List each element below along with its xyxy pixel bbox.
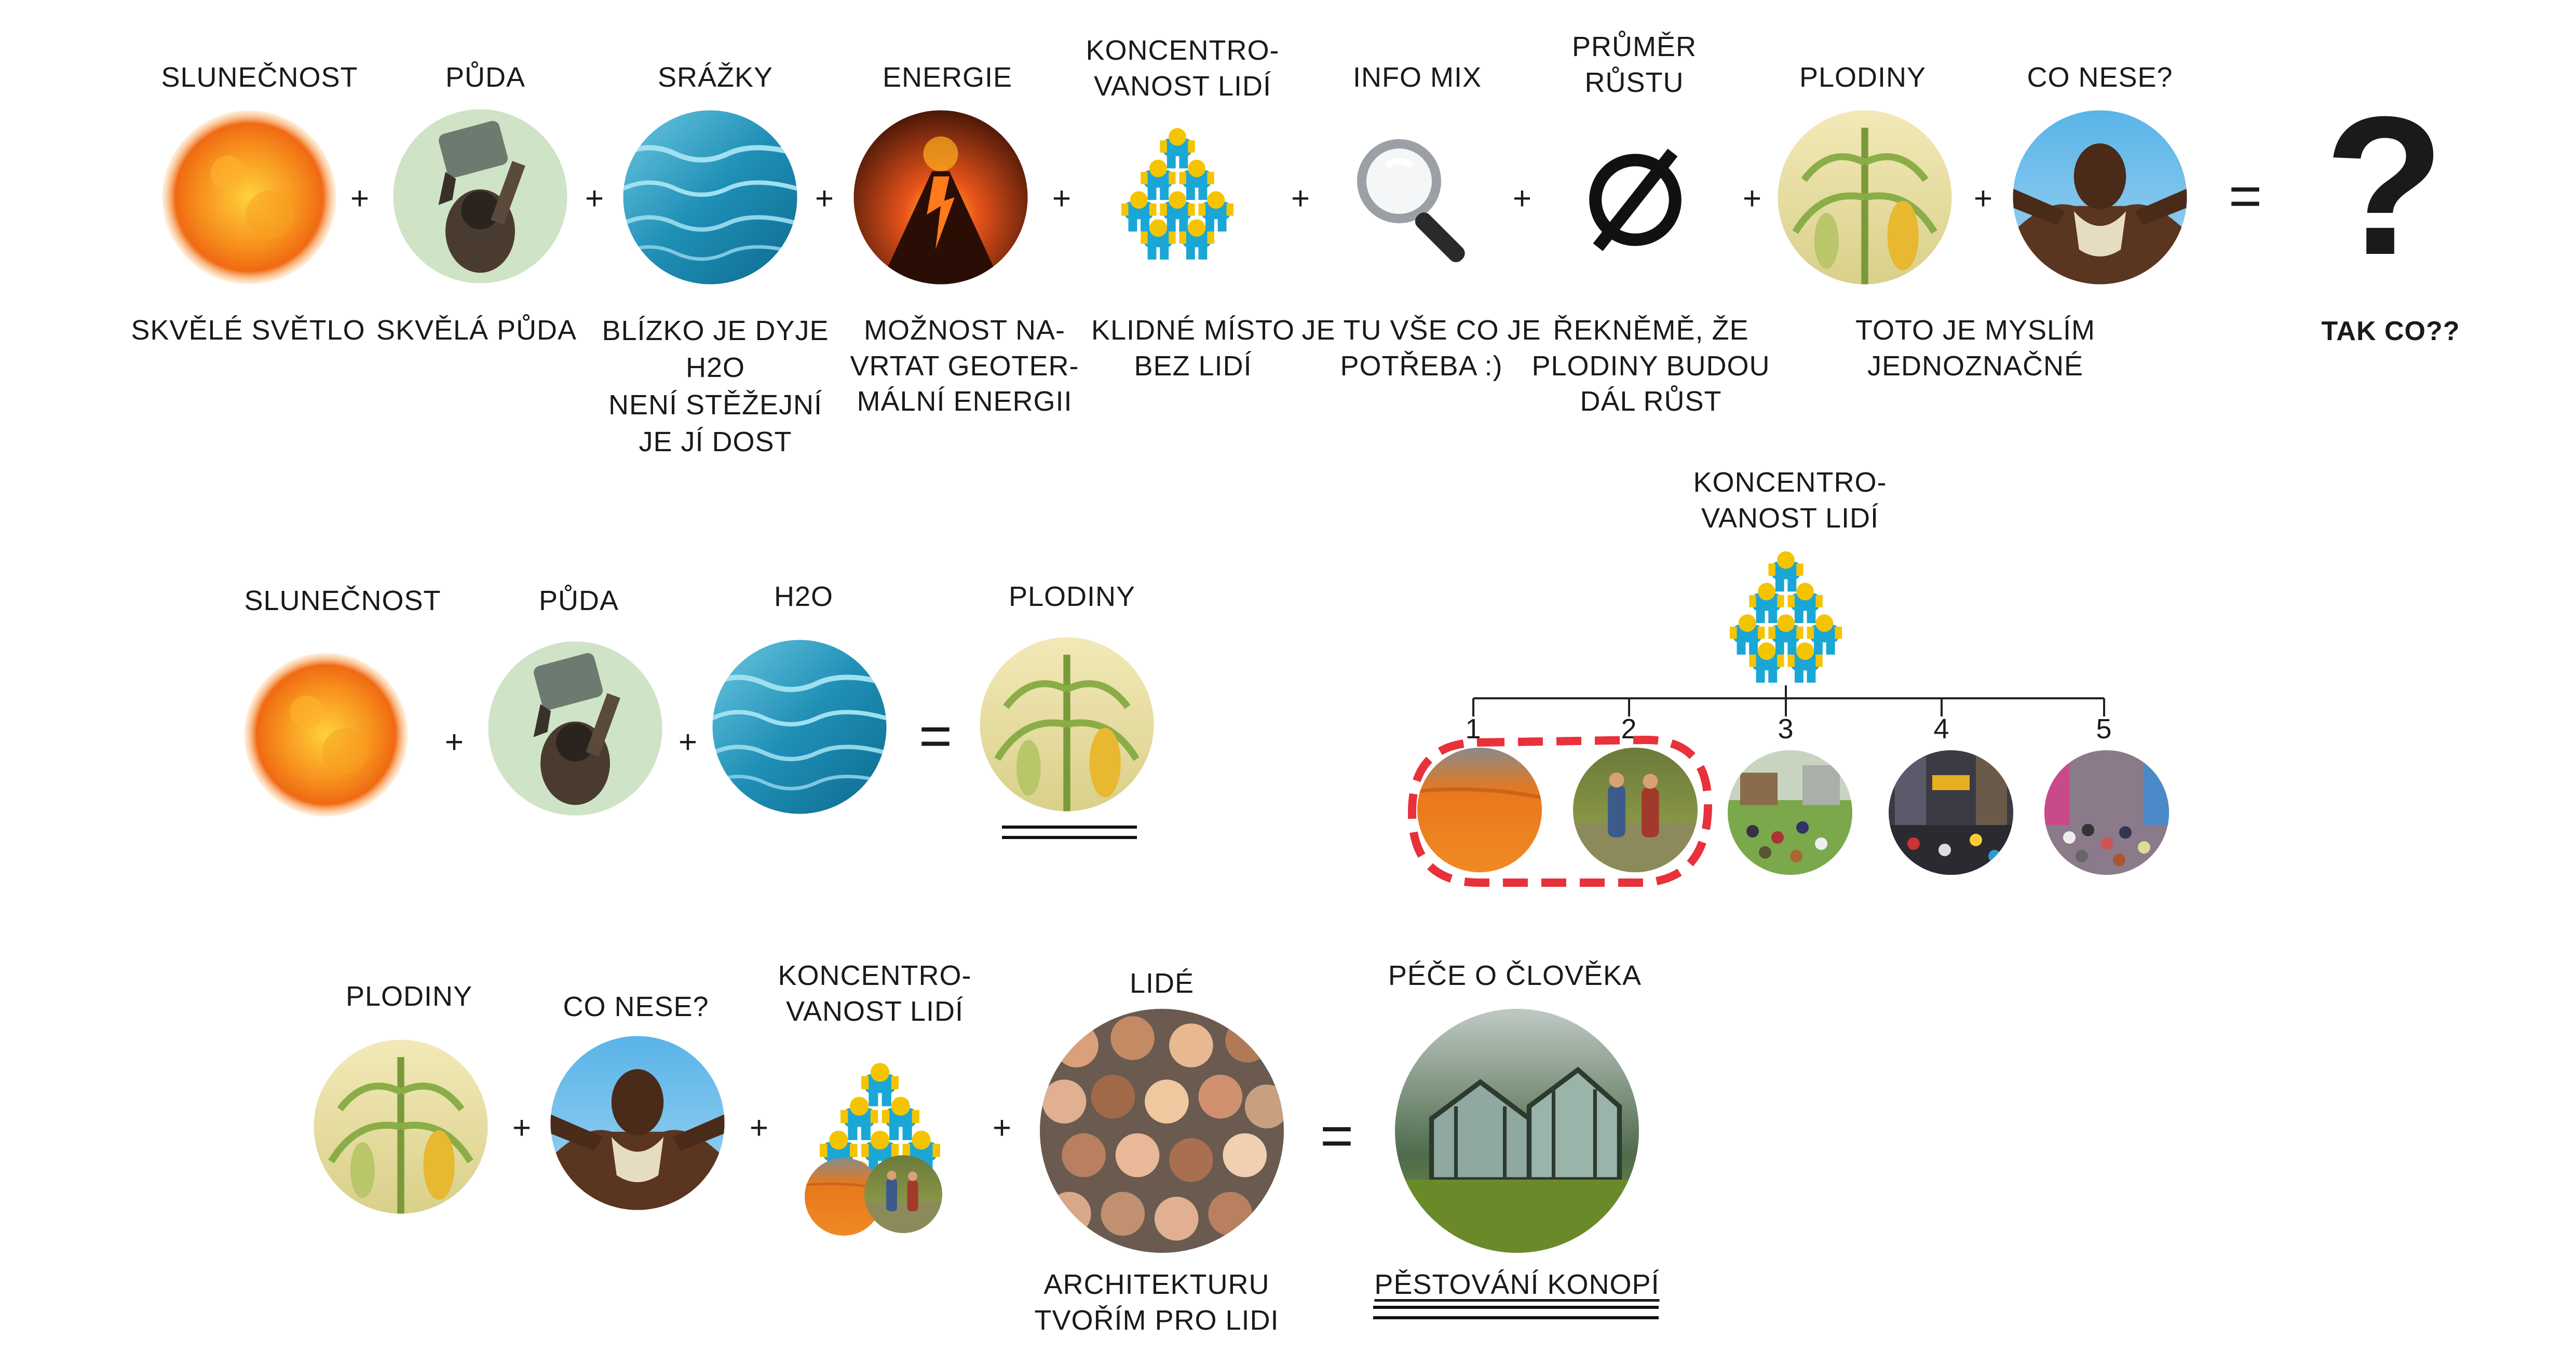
row1-result-text: TAK CO?? bbox=[2321, 316, 2460, 346]
row3-label-co-nese: CO NESE? bbox=[563, 991, 709, 1022]
tree-level-3: 3 bbox=[1778, 713, 1794, 745]
row1-label-co-nese: CO NESE? bbox=[2027, 62, 2173, 93]
sun-icon bbox=[244, 653, 408, 817]
people-pyramid-icon bbox=[1718, 548, 1853, 688]
water-icon bbox=[623, 111, 797, 285]
row1-label-koncentrovanost: KONCENTRO-VANOST LIDÍ bbox=[1086, 35, 1280, 102]
plus-sign: + bbox=[1291, 181, 1310, 217]
double-underline bbox=[1373, 1306, 1659, 1319]
row3-label-pece: PÉČE O ČLOVĚKA bbox=[1388, 960, 1642, 991]
row1-desc-srazky: BLÍZKO JE DYJE H2O NENÍ STĚŽEJNÍ JE JÍ D… bbox=[602, 315, 829, 457]
equals-sign: = bbox=[1320, 1104, 1354, 1168]
plus-sign: + bbox=[512, 1110, 532, 1146]
highlight-dashed-outline bbox=[1407, 735, 1713, 887]
corn-plant-icon bbox=[1778, 111, 1952, 285]
plus-sign: + bbox=[1973, 181, 1993, 217]
busy-street-photo bbox=[2044, 750, 2169, 875]
tree-level-5: 5 bbox=[2096, 713, 2112, 745]
volcano-icon bbox=[853, 110, 1028, 285]
diameter-icon bbox=[1573, 138, 1698, 262]
row1-label-srazky: SRÁŽKY bbox=[657, 62, 774, 93]
water-icon bbox=[713, 640, 887, 814]
tree-branches bbox=[1472, 685, 2105, 716]
double-underline bbox=[1002, 826, 1137, 839]
row1-label-energie: ENERGIE bbox=[882, 62, 1013, 93]
row1-desc-slunecnost: SKVĚLÉ SVĚTLO bbox=[131, 315, 365, 346]
row1-label-puda: PŮDA bbox=[445, 62, 526, 93]
row1-desc-koncentrovanost: KLIDNÉ MÍSTO BEZ LIDÍ bbox=[1091, 315, 1295, 382]
plus-sign: + bbox=[1512, 181, 1532, 217]
plus-sign: + bbox=[815, 181, 834, 217]
plus-sign: + bbox=[585, 181, 604, 217]
plus-sign: + bbox=[1742, 181, 1762, 217]
man-portrait-photo bbox=[2013, 110, 2187, 285]
man-portrait-photo bbox=[550, 1036, 725, 1210]
row1-label-info-mix: INFO MIX bbox=[1353, 62, 1482, 93]
city-square-photo bbox=[1889, 750, 2013, 875]
plus-sign: + bbox=[992, 1110, 1012, 1146]
tree-level-4: 4 bbox=[1933, 713, 1950, 745]
row2-label-puda: PŮDA bbox=[538, 585, 619, 616]
row2-label-plodiny: PLODINY bbox=[1008, 581, 1136, 612]
row1-desc-puda: SKVĚLÁ PŮDA bbox=[376, 315, 577, 346]
people-pyramid-with-levels-icon bbox=[802, 1059, 958, 1231]
greenhouse-photo bbox=[1395, 1009, 1639, 1253]
plus-sign: + bbox=[444, 724, 464, 760]
row2-label-slunecnost: SLUNEČNOST bbox=[244, 585, 441, 616]
park-crowd-photo bbox=[1728, 750, 1852, 875]
plus-sign: + bbox=[678, 724, 698, 760]
row1-desc-energie: MOŽNOST NA- VRTAT GEOTER- MÁLNÍ ENERGII bbox=[850, 315, 1079, 417]
people-pyramid-icon bbox=[1113, 125, 1242, 265]
sun-icon bbox=[162, 110, 336, 285]
equals-sign: = bbox=[918, 704, 953, 768]
row1-label-plodiny: PLODINY bbox=[1799, 62, 1927, 93]
plus-sign: + bbox=[350, 181, 370, 217]
row3-label-plodiny: PLODINY bbox=[345, 981, 473, 1012]
row3-label-lide: LIDÉ bbox=[1129, 968, 1195, 999]
row3-desc-lide: ARCHITEKTURU TVOŘÍM PRO LIDI bbox=[1034, 1269, 1279, 1336]
row1-label-slunecnost: SLUNEČNOST bbox=[161, 62, 358, 93]
soil-bucket-photo bbox=[393, 109, 567, 283]
crowd-photo bbox=[1040, 1009, 1284, 1253]
equals-sign: = bbox=[2228, 164, 2262, 228]
corn-plant-icon bbox=[314, 1040, 488, 1214]
corn-plant-icon bbox=[980, 638, 1154, 812]
row2-label-h2o: H2O bbox=[774, 581, 834, 612]
plus-sign: + bbox=[1052, 181, 1072, 217]
row1-desc-prumer-rustu: ŘEKNĚMĚ, ŽE PLODINY BUDOU DÁL RŮST bbox=[1531, 315, 1770, 417]
question-mark-icon: ? bbox=[2324, 75, 2445, 296]
plus-sign: + bbox=[749, 1110, 769, 1146]
soil-bucket-photo bbox=[488, 641, 662, 816]
row1-desc-plodiny: TOTO JE MYSLÍM JEDNOZNAČNÉ bbox=[1855, 315, 2096, 382]
tree-label: KONCENTRO-VANOST LIDÍ bbox=[1693, 467, 1887, 534]
row3-label-koncentrovanost: KONCENTRO-VANOST LIDÍ bbox=[778, 960, 972, 1027]
magnifier-icon bbox=[1337, 122, 1493, 278]
hikers-photo bbox=[864, 1155, 942, 1233]
row1-desc-info-mix: JE TU VŠE CO JE POTŘEBA :) bbox=[1301, 315, 1541, 382]
row3-result-text: PĚSTOVÁNÍ KONOPÍ bbox=[1374, 1269, 1660, 1300]
